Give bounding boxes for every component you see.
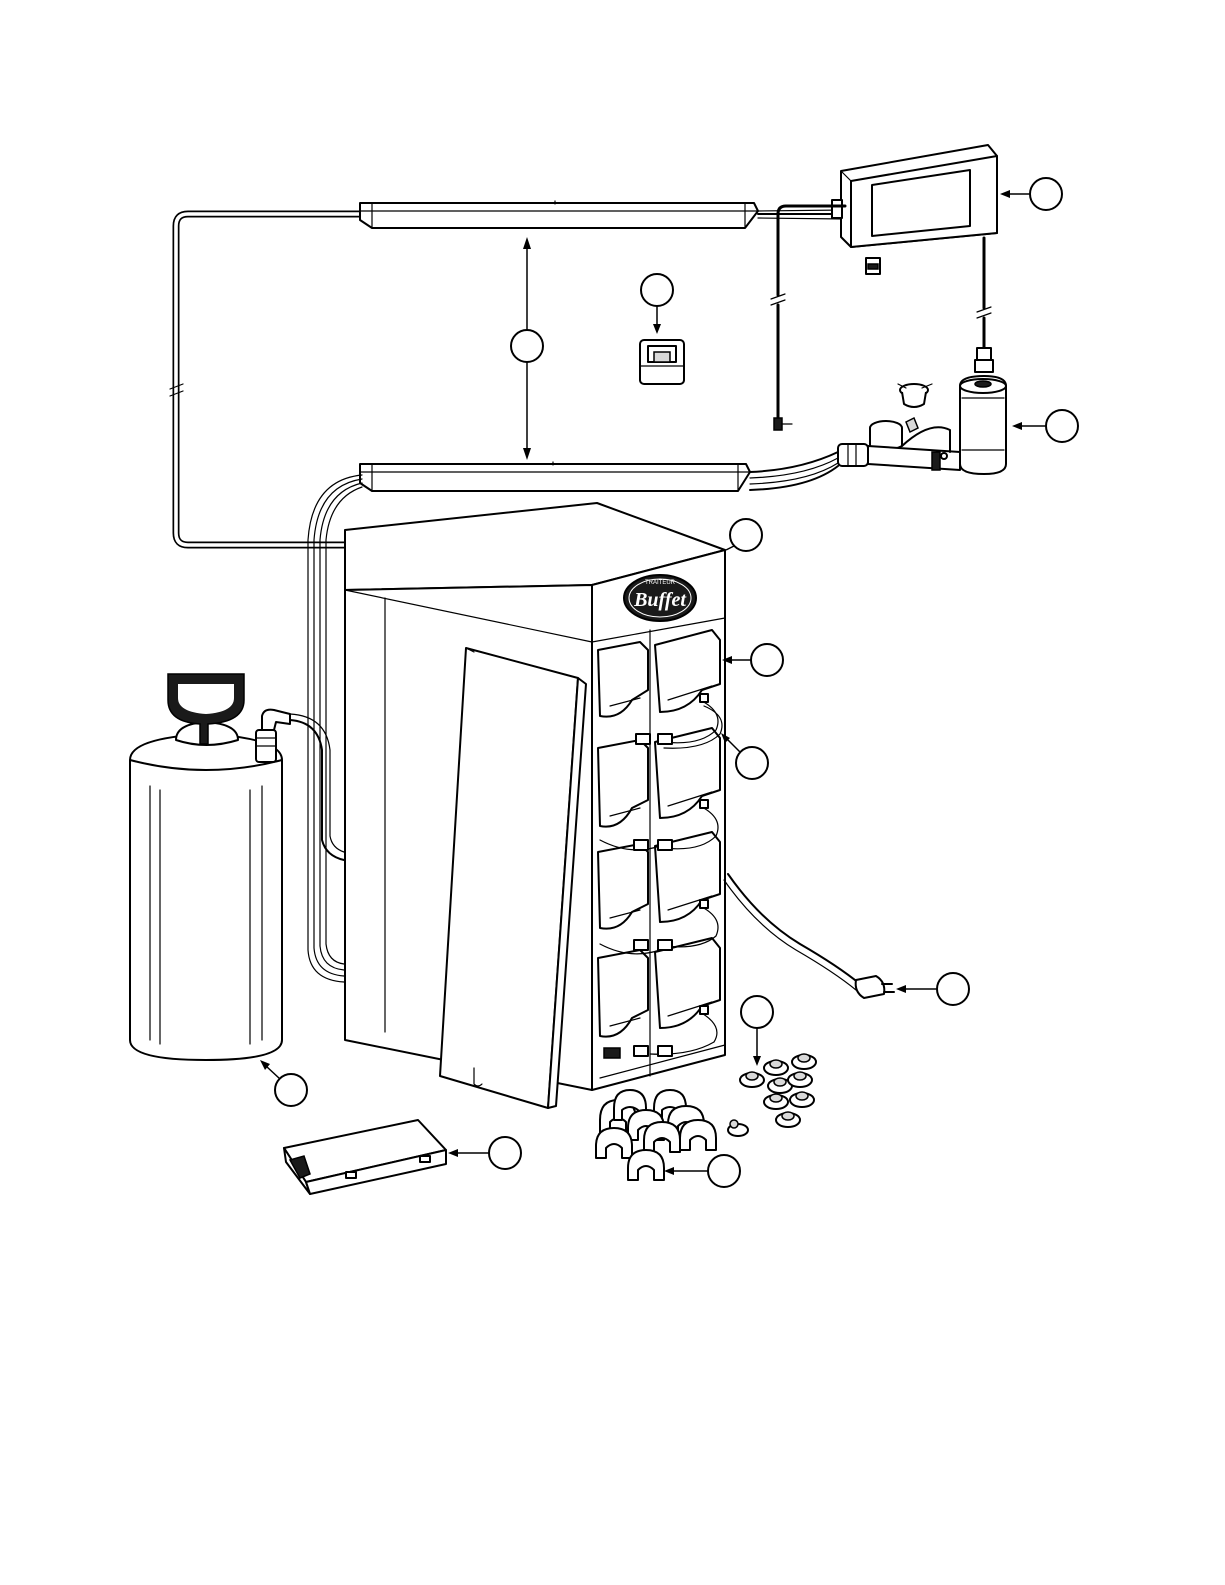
callout-tray — [489, 1137, 521, 1169]
callout-cabinet — [730, 519, 762, 551]
feed-hoses — [750, 452, 838, 490]
sensor-clip-icon — [640, 340, 684, 384]
sensor-cable — [771, 206, 845, 430]
callout-sensor-clip — [641, 274, 673, 306]
callout-pump-filter — [1046, 410, 1078, 442]
return-hose — [170, 214, 365, 545]
callout-fittings — [741, 996, 773, 1028]
callout-spacers — [708, 1155, 740, 1187]
callout-power-plug — [937, 973, 969, 1005]
upper-light-bar — [360, 201, 758, 228]
callout-light-bars — [511, 330, 543, 362]
spacer-icon — [596, 1090, 716, 1180]
tank-icon — [130, 674, 290, 1060]
callout-wine-cradle — [751, 644, 783, 676]
power-cord — [724, 874, 860, 990]
fitting-icon — [728, 1054, 816, 1136]
callout-tubing — [736, 747, 768, 779]
controller-icon — [832, 145, 997, 274]
tray-icon — [284, 1120, 446, 1194]
brand-logo-arc-text: TRAITEUR — [645, 580, 676, 586]
pump-cable — [975, 238, 993, 372]
lower-light-bar — [360, 462, 750, 491]
plug-icon — [856, 976, 894, 998]
brand-logo-text: Buffet — [633, 589, 687, 611]
callout-controller — [1030, 178, 1062, 210]
cabinet-icon: Buffet TRAITEUR — [345, 503, 725, 1108]
pump-icon — [838, 376, 1006, 474]
